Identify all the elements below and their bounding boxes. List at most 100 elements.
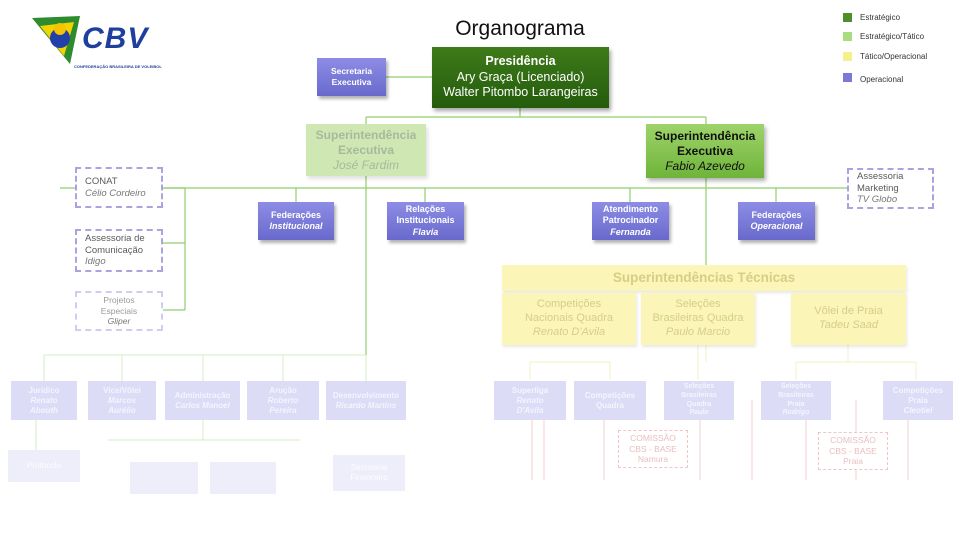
node-person: Quadra (686, 400, 712, 408)
node-line: Secretaria Financeiro (350, 463, 388, 482)
node-person: Praia (787, 400, 805, 408)
node-protocolo[interactable]: Protocolo (8, 450, 80, 482)
node-relacoes-institucionais[interactable]: Relações Institucionais Flavia (387, 202, 464, 240)
node-assessoria-comunicacao[interactable]: Assessoria de Comunicação Idigo (75, 229, 163, 272)
legend-label: Estratégico (860, 13, 901, 22)
node-federacoes-institucional[interactable]: Federações Institucional (258, 202, 334, 240)
node-person: Célio Cordeiro (85, 187, 146, 199)
node-line: Desenvolvimento (332, 390, 400, 400)
node-conat[interactable]: CONAT Célio Cordeiro (75, 167, 163, 208)
node-line: Executiva (676, 143, 734, 158)
cbv-logo: CBV CONFEDERAÇÃO BRASILEIRA DE VOLEIBOL (30, 10, 162, 72)
node-line: Assessoria de (85, 232, 145, 244)
node-person: Fernanda (610, 226, 651, 237)
node-line: Relações (405, 204, 446, 215)
node-competicoes-nacionais-quadra[interactable]: Competições Nacionais Quadra Renato D'Av… (502, 293, 636, 345)
node-faint-2[interactable] (210, 462, 276, 494)
node-person: TV Globo (857, 194, 898, 206)
node-superintendencias-tecnicas[interactable]: Superintendências Técnicas (502, 265, 906, 291)
node-volei-de-praia[interactable]: Vôlei de Praia Tadeu Saad (791, 293, 906, 345)
node-line: Brasileiras Quadra (652, 312, 744, 325)
node-person: Rodrigo (782, 409, 810, 417)
node-person: D'Avila (516, 405, 544, 415)
node-person: Carlos Manoel (175, 400, 230, 410)
node-selecoes-brasileiras-quadra-sub[interactable]: Seleções Brasileiras Quadra Paulo (664, 381, 734, 420)
node-comissao-cbs-base-praia[interactable]: COMISSÃO CBS - BASE Praia (818, 432, 888, 470)
node-line: Assessoria (857, 170, 904, 182)
node-person: Aurélio (108, 405, 136, 415)
node-line: Superintendência (654, 128, 756, 143)
node-person: Tadeu Saad (819, 319, 878, 331)
node-person: Idigo (85, 256, 106, 268)
node-superliga[interactable]: Superliga Renato D'Avila (494, 381, 566, 420)
node-line: Protocolo (27, 461, 61, 470)
node-superintendencia-executiva-fardim[interactable]: Superintendência Executiva José Fardim (306, 124, 426, 176)
node-line: Jurídico (28, 385, 60, 395)
node-line: Atendimento (603, 204, 658, 215)
node-person: Pereira (269, 405, 297, 415)
node-person: Paulo Marcio (665, 325, 731, 338)
node-person: Ricardo Martins (335, 400, 397, 410)
node-atendimento-patrocinador[interactable]: Atendimento Patrocinador Fernanda (592, 202, 669, 240)
legend-swatch-tatico-operacional (843, 52, 852, 61)
node-line: Ary Graça (Licenciado) (456, 69, 585, 84)
node-secretaria-financeiro[interactable]: Secretaria Financeiro (333, 455, 405, 491)
node-line: Superliga (511, 385, 549, 395)
legend-swatch-estrategico-tatico (843, 32, 852, 41)
node-line: Patrocinador (602, 215, 659, 226)
node-line: Vôlei de Praia (814, 305, 883, 318)
node-line: Competições (584, 390, 636, 400)
node-line: Seleções (675, 298, 721, 311)
node-arucao[interactable]: Arução Roberto Pereira (247, 381, 319, 420)
node-line: Brasileiras (681, 391, 717, 399)
node-line: Executiva (337, 142, 395, 157)
node-desenvolvimento[interactable]: Desenvolvimento Ricardo Martins (326, 381, 406, 420)
node-line: Competições (536, 298, 602, 311)
legend-label: Estratégico/Tático (860, 32, 925, 41)
node-person: Gliper (107, 316, 131, 327)
node-federacoes-operacional[interactable]: Federações Operacional (738, 202, 815, 240)
node-competicoes-praia[interactable]: Competições Praia Cleotiel (883, 381, 953, 420)
node-presidencia[interactable]: Presidência Ary Graça (Licenciado) Walte… (432, 47, 609, 108)
node-person: Praia (843, 456, 863, 467)
node-line: CBS - BASE (829, 445, 877, 456)
node-title: CONAT (85, 175, 118, 187)
node-projetos-especiais[interactable]: Projetos Especiais Gliper (75, 291, 163, 331)
node-line: Executiva (331, 77, 372, 87)
node-administracao[interactable]: Administração Carlos Manoel (165, 381, 240, 420)
node-person: José Fardim (332, 157, 400, 172)
node-superintendencia-executiva-azevedo[interactable]: Superintendência Executiva Fabio Azevedo (646, 124, 764, 178)
node-line: Superintendência (315, 127, 417, 142)
node-person: Praia (908, 395, 928, 405)
brazil-flag-icon (32, 16, 80, 64)
node-line: Walter Pitombo Larangeiras (443, 85, 598, 100)
page-title: Organograma (455, 17, 585, 40)
legend-label: Tático/Operacional (860, 52, 928, 61)
node-line: CBS - BASE (629, 443, 677, 454)
node-line: Brasileiras (778, 391, 814, 399)
node-person: Roberto (267, 395, 299, 405)
node-line: Seleções (683, 383, 715, 390)
legend-swatch-operacional (843, 73, 852, 82)
node-person: Fabio Azevedo (665, 158, 745, 173)
node-faint-1[interactable] (130, 462, 198, 494)
node-juridico[interactable]: Jurídico Renato Abouth (11, 381, 77, 420)
node-selecoes-brasileiras-quadra[interactable]: Seleções Brasileiras Quadra Paulo Marcio (641, 293, 755, 345)
node-competicoes-quadra[interactable]: Competições Quadra (574, 381, 646, 420)
node-line: Marketing (857, 182, 899, 194)
node-line: Especiais (100, 305, 138, 316)
node-person: Marcos (107, 395, 136, 405)
node-title: Presidência (485, 54, 556, 69)
node-person: Cleotiel (903, 405, 933, 415)
node-line: COMISSÃO (630, 433, 676, 444)
node-person: Renato D'Avila (532, 325, 606, 338)
node-vice-volei[interactable]: Vice/Vôlei Marcos Aurélio (88, 381, 156, 420)
node-assessoria-marketing[interactable]: Assessoria Marketing TV Globo (847, 168, 934, 209)
node-comissao-cbs-base-quadra[interactable]: COMISSÃO CBS - BASE Namura (618, 430, 688, 468)
node-secretaria-executiva[interactable]: Secretaria Executiva (317, 58, 386, 96)
node-line: Institucionais (396, 215, 455, 226)
node-person: Flavia (412, 226, 439, 237)
node-selecoes-brasileiras-praia[interactable]: Seleções Brasileiras Praia Rodrigo (761, 381, 831, 420)
node-person: Renato (30, 395, 58, 405)
